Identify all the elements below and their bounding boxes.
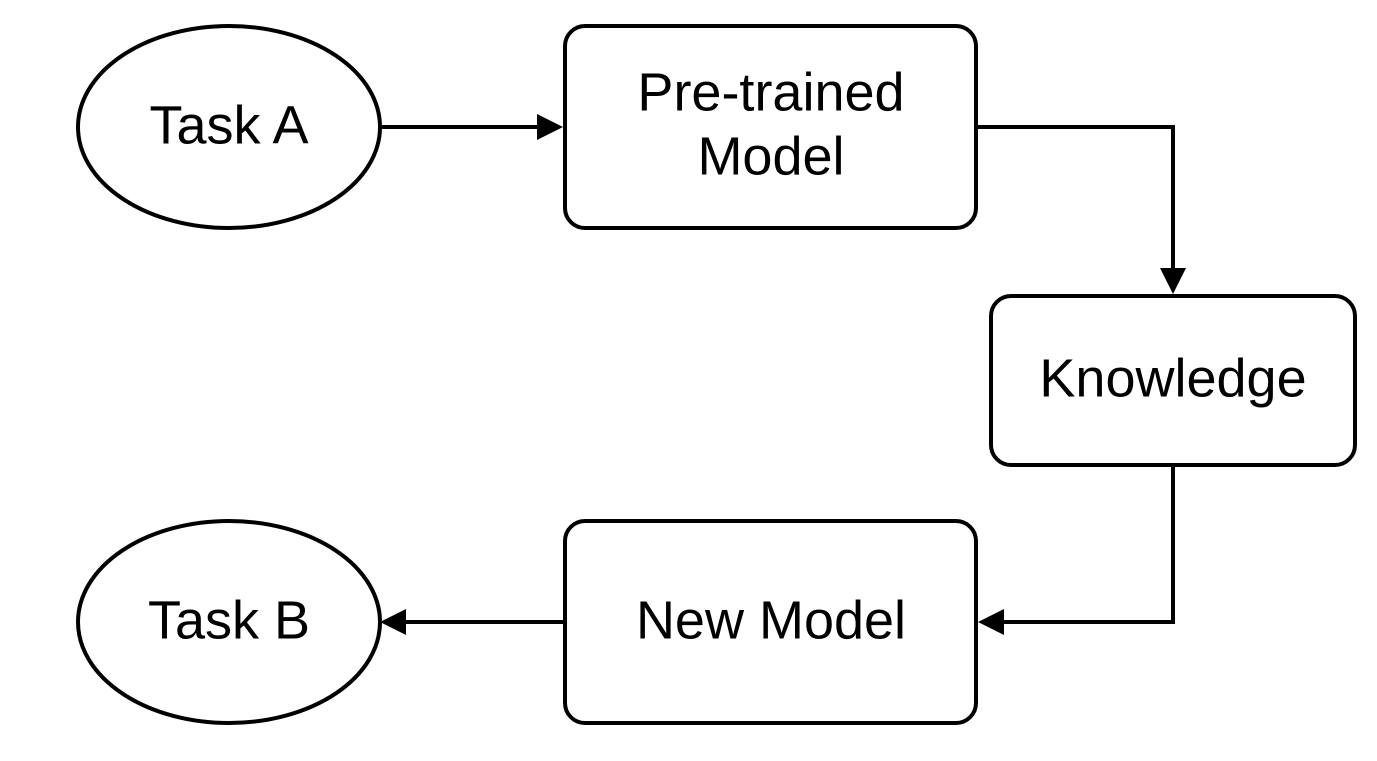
knowledge-label: Knowledge xyxy=(1039,348,1306,408)
edge-pretrained-model-to-knowledge xyxy=(976,125,1186,294)
edge-task-a-to-pretrained-model xyxy=(380,114,563,140)
edge-line xyxy=(1000,465,1175,624)
edge-line xyxy=(976,125,1175,272)
task-a-label: Task A xyxy=(149,95,308,155)
arrowhead-icon xyxy=(978,609,1004,635)
node-new-model: New Model xyxy=(563,519,978,725)
task-b-label: Task B xyxy=(148,590,310,650)
node-pretrained-model: Pre-trained Model xyxy=(563,24,978,230)
arrowhead-icon xyxy=(380,609,406,635)
pretrained-model-label-line1: Pre-trained xyxy=(637,62,904,122)
arrowhead-icon xyxy=(1160,268,1186,294)
edge-new-model-to-task-b xyxy=(380,609,565,635)
new-model-label: New Model xyxy=(636,590,906,650)
edge-knowledge-to-new-model xyxy=(978,465,1175,635)
pretrained-model-label-line2: Model xyxy=(697,126,844,186)
node-task-a: Task A xyxy=(76,24,382,230)
node-knowledge: Knowledge xyxy=(989,294,1357,467)
arrowhead-icon xyxy=(537,114,563,140)
node-task-b: Task B xyxy=(76,519,382,725)
